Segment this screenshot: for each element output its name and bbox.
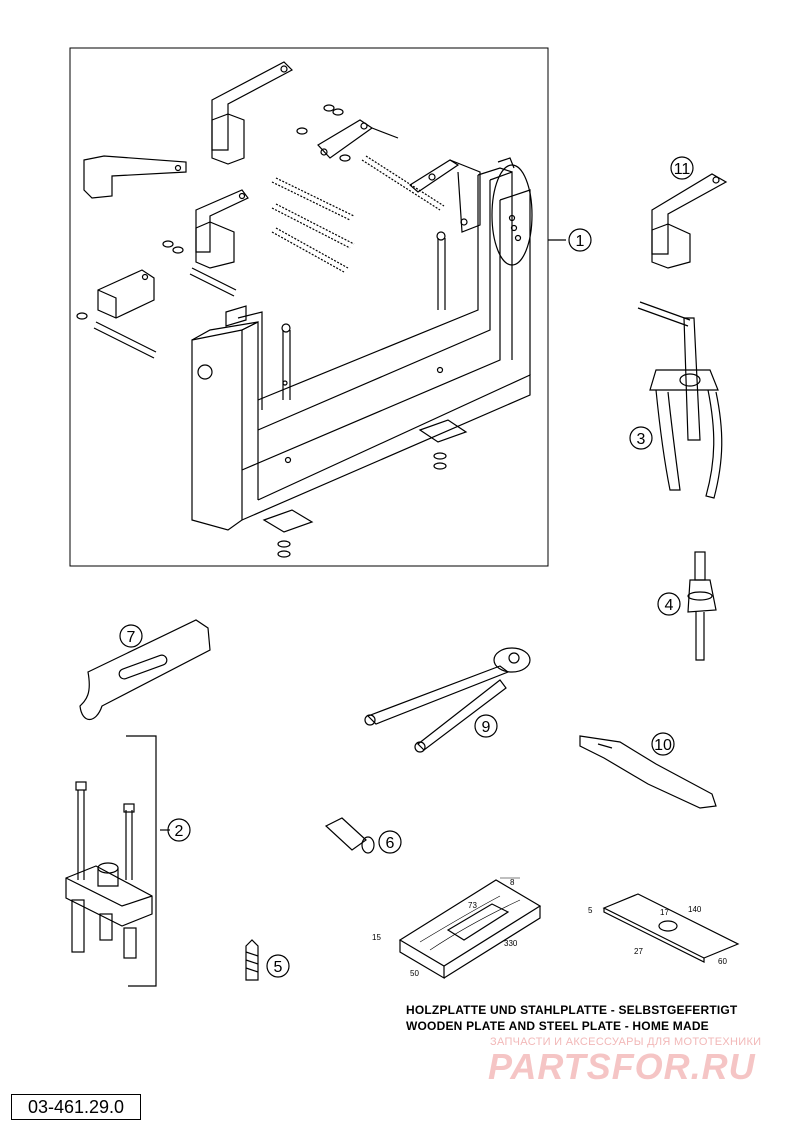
hook-wrench-tool: [79, 619, 211, 721]
callout-3: 3: [629, 426, 653, 450]
svg-text:15: 15: [372, 933, 381, 942]
callout-11: 11: [670, 156, 694, 180]
svg-text:10: 10: [654, 737, 672, 754]
svg-text:17: 17: [660, 908, 669, 917]
svg-text:8: 8: [510, 878, 515, 887]
caption-german: HOLZPLATTE UND STAHLPLATTE - SELBSTGEFER…: [406, 1003, 738, 1017]
callout-6: 6: [378, 830, 402, 854]
callout-4: 4: [657, 592, 681, 616]
svg-text:27: 27: [634, 947, 643, 956]
svg-text:11: 11: [674, 161, 691, 178]
engine-stand-assembly: [76, 61, 533, 558]
steel-plate-dimensions: 5 140 17 27 60: [588, 905, 727, 966]
callout-10: 10: [651, 732, 675, 756]
watermark-tagline: ЗАПЧАСТИ И АКСЕССУАРЫ ДЛЯ МОТОТЕХНИКИ: [490, 1036, 762, 1048]
steel-plate: [602, 893, 740, 963]
svg-text:1: 1: [576, 233, 585, 250]
callout-5: 5: [266, 954, 290, 978]
svg-text:2: 2: [175, 823, 184, 840]
threaded-pin-tool: [245, 939, 259, 981]
callout-7: 7: [119, 624, 143, 648]
small-adapter-tool: [324, 817, 375, 854]
flat-lever-tool: [579, 735, 717, 809]
svg-text:3: 3: [637, 431, 646, 448]
svg-text:73: 73: [468, 901, 477, 910]
svg-text:60: 60: [718, 957, 727, 966]
svg-text:330: 330: [504, 939, 518, 948]
callout-9: 9: [474, 714, 498, 738]
document-number: 03-461.29.0: [11, 1094, 141, 1120]
svg-text:5: 5: [274, 959, 283, 976]
svg-text:4: 4: [665, 597, 674, 614]
caption-english: WOODEN PLATE AND STEEL PLATE - HOME MADE: [406, 1019, 709, 1033]
adapter-tool: [687, 551, 717, 661]
watermark-brand: PARTSFOR.RU: [488, 1046, 756, 1087]
puller-tool: [637, 301, 723, 499]
callout-1: 1: [548, 228, 592, 252]
wooden-plate-dimensions: 8 73 15 330 50: [372, 877, 520, 978]
callout-2: 2: [160, 818, 191, 842]
svg-text:50: 50: [410, 969, 419, 978]
wooden-plate: [398, 879, 542, 980]
pin-spanner-tool: [364, 647, 531, 753]
svg-text:7: 7: [127, 629, 136, 646]
svg-text:140: 140: [688, 905, 702, 914]
press-tool: [65, 735, 157, 987]
svg-text:6: 6: [386, 835, 395, 852]
svg-text:9: 9: [482, 719, 491, 736]
svg-text:5: 5: [588, 906, 593, 915]
bracket-tool: [651, 173, 728, 269]
engine-stand-frame-border: [69, 47, 549, 567]
